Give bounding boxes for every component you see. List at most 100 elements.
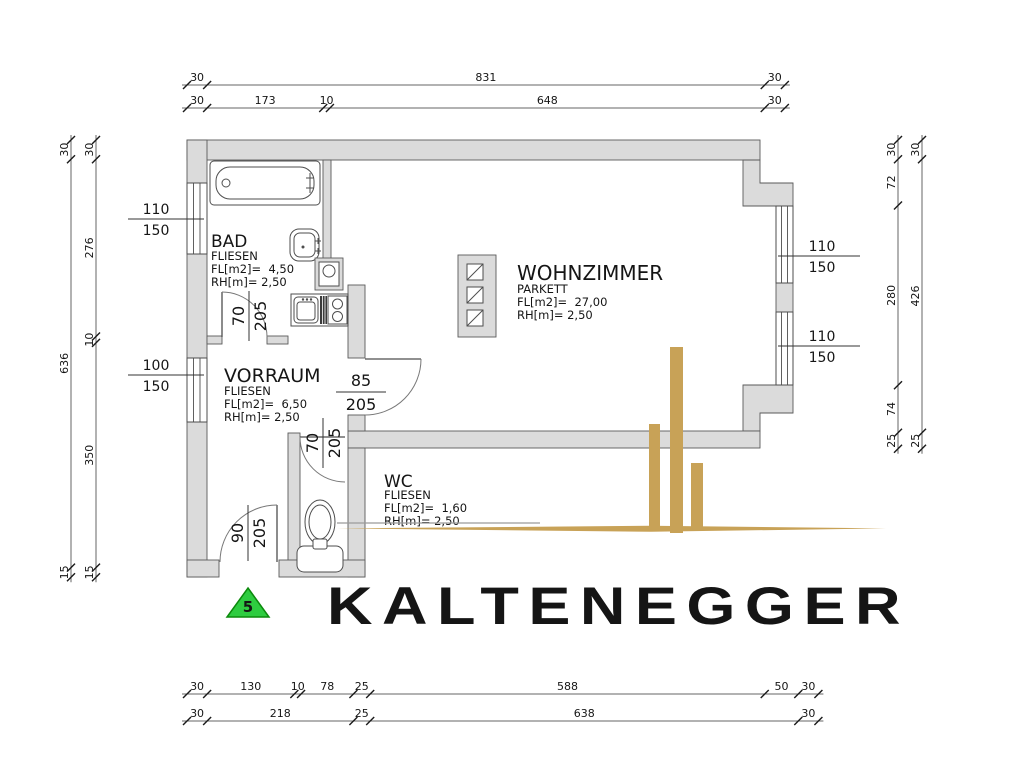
window-label-right-upper: 110 150 — [778, 239, 860, 276]
kitchenette — [290, 293, 349, 327]
door-width: 70 — [303, 433, 322, 453]
dimension-label: 50 — [775, 680, 789, 693]
room-area: FL[m2]= 1,60 — [384, 501, 467, 515]
room-labels: BAD FLIESEN FL[m2]= 4,50 RH[m]= 2,50 WOH… — [211, 232, 663, 528]
door-arc-wc — [299, 436, 346, 483]
dimension-tick — [66, 572, 76, 582]
dimension-label: 30 — [190, 680, 204, 693]
dimension-label: 30 — [768, 94, 782, 107]
door-label-wohnzimmer: 85 205 — [336, 371, 386, 414]
door-width: 70 — [229, 306, 248, 326]
dimension-tick — [780, 80, 790, 90]
door-arc-entrance — [219, 504, 278, 563]
wall-wc-left — [287, 432, 301, 565]
door-bad — [221, 291, 268, 338]
dimension-tick — [91, 338, 101, 348]
dimension-tick — [917, 154, 927, 164]
dimension-label: 25 — [909, 434, 922, 448]
dimension-tick — [202, 80, 212, 90]
dimension-tick — [793, 689, 803, 699]
dimension-tick — [365, 689, 375, 699]
dimension-tick — [893, 444, 903, 454]
boiler — [314, 257, 344, 291]
door-labels: 70 205 85 205 70 205 90 205 — [228, 291, 386, 561]
room-height: RH[m]= 2,50 — [224, 410, 300, 424]
dimension-tick — [91, 572, 101, 582]
dimension-label: 25 — [355, 707, 369, 720]
dimension-label: 10 — [291, 680, 305, 693]
room-label-wc: WC FLIESEN FL[m2]= 1,60 RH[m]= 2,50 — [384, 472, 467, 528]
door-label-wc: 70 205 — [303, 418, 344, 468]
dimension-tick — [91, 563, 101, 573]
dimension-label: 30 — [885, 143, 898, 157]
door-width: 85 — [351, 371, 371, 390]
dimension-tick — [813, 689, 823, 699]
windows-layer — [186, 182, 794, 423]
dimension-tick — [91, 154, 101, 164]
dimension-label: 15 — [83, 565, 96, 579]
room-floor: FLIESEN — [224, 384, 271, 398]
door-height: 205 — [251, 301, 270, 332]
dimension-tick — [760, 80, 770, 90]
dimension-tick — [66, 135, 76, 145]
door-arc-wohnzimmer — [364, 358, 422, 416]
dimension-label: 30 — [58, 143, 71, 157]
toilet — [296, 499, 344, 573]
dimension-tick — [289, 689, 299, 699]
door-height: 205 — [346, 395, 377, 414]
window-right-upper — [775, 205, 794, 284]
window-width: 110 — [809, 329, 836, 345]
bathtub — [209, 160, 321, 206]
dimension-tick — [893, 200, 903, 210]
window-height: 150 — [143, 223, 170, 239]
dish-rack — [320, 296, 327, 324]
window-width: 100 — [143, 358, 170, 374]
chimney-shaft — [457, 254, 497, 338]
dimension-label: 78 — [320, 680, 334, 693]
dimension-tick — [182, 103, 192, 113]
dimension-label: 638 — [574, 707, 595, 720]
dimension-label: 350 — [83, 445, 96, 466]
dimension-label: 130 — [240, 680, 261, 693]
dimension-tick — [917, 135, 927, 145]
dimension-tick — [182, 80, 192, 90]
window-height: 150 — [809, 350, 836, 366]
window-labels: 110 150 100 150 110 150 110 150 — [128, 202, 860, 395]
dimension-tick — [182, 689, 192, 699]
door-label-bad: 70 205 — [229, 291, 270, 341]
logo-bar-short — [691, 463, 703, 527]
door-width: 90 — [228, 523, 247, 543]
level-marker-number: 5 — [243, 598, 253, 616]
window-left-vorraum — [186, 357, 208, 423]
dimension-label: 15 — [58, 565, 71, 579]
wall-bad-partition — [322, 159, 332, 261]
room-height: RH[m]= 2,50 — [384, 514, 460, 528]
dimension-label: 648 — [537, 94, 558, 107]
dimension-tick — [793, 716, 803, 726]
dimension-tick — [780, 103, 790, 113]
logo-bar-left — [649, 424, 660, 531]
dimension-tick — [66, 154, 76, 164]
dimension-label: 636 — [58, 353, 71, 374]
room-area: FL[m2]= 4,50 — [211, 262, 294, 276]
wall-wc-right — [347, 447, 366, 578]
wall-top-right-step — [742, 159, 794, 207]
window-width: 110 — [143, 202, 170, 218]
dimension-label: 173 — [255, 94, 276, 107]
wall-bottom-right-step — [742, 384, 794, 432]
dimension-tick — [182, 716, 192, 726]
dimension-label: 30 — [190, 707, 204, 720]
dimension-label: 30 — [801, 680, 815, 693]
dimension-label: 74 — [885, 402, 898, 416]
dimension-tick — [760, 689, 770, 699]
dimension-tick — [66, 563, 76, 573]
fixtures — [209, 160, 497, 573]
wall-bad-bottom-left — [206, 335, 223, 345]
dimension-label: 30 — [768, 71, 782, 84]
dimension-label: 30 — [909, 143, 922, 157]
level-marker-triangle — [225, 586, 271, 618]
window-label-left-bad: 110 150 — [128, 202, 204, 239]
door-entrance — [219, 504, 278, 563]
room-height: RH[m]= 2,50 — [211, 275, 287, 289]
